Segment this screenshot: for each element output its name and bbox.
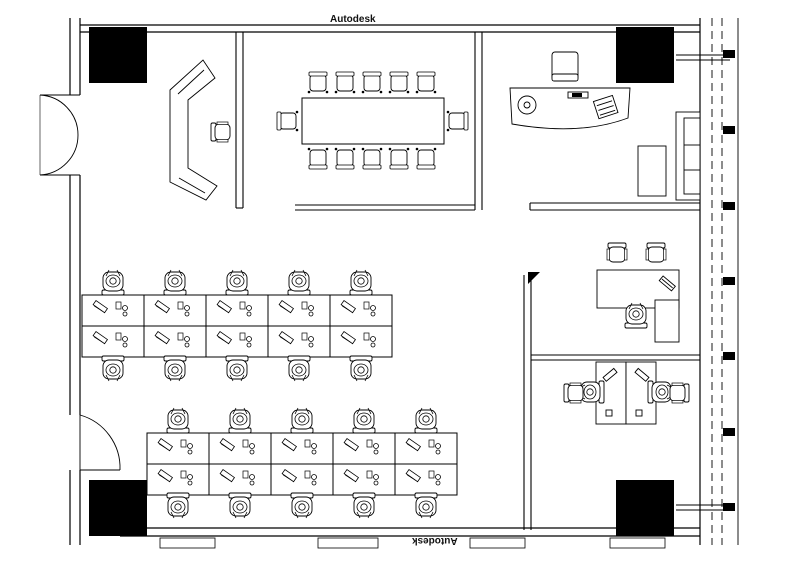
reception-chair: [210, 121, 231, 143]
workstation-cluster-a: [81, 269, 393, 382]
side-chair: [669, 382, 690, 404]
double-office-desks: [595, 361, 657, 425]
conference-room: [276, 71, 469, 170]
floor-label-top: Autodesk: [330, 14, 376, 25]
side-chair: [563, 382, 584, 404]
window-mullions: [723, 50, 735, 511]
conference-table: [301, 97, 445, 145]
conference-chair: [361, 71, 383, 94]
conference-chair: [334, 71, 356, 94]
exterior-walls: [69, 18, 701, 545]
manager-chair: [624, 302, 648, 329]
side-door: [79, 414, 121, 471]
coffee-table: [637, 145, 667, 197]
guest-chair: [606, 242, 628, 263]
structural-columns: [89, 27, 674, 536]
manager-office: [596, 269, 680, 343]
conference-chair: [388, 147, 410, 170]
conference-chair: [276, 110, 299, 132]
window-wall: [676, 18, 739, 545]
reception-desk: [169, 59, 218, 201]
entrance-double-door: [39, 94, 80, 176]
office-chair: [647, 380, 674, 404]
conference-chair: [307, 147, 329, 170]
conference-chair: [307, 71, 329, 94]
guest-chair: [645, 242, 667, 263]
floor-label-bottom: Autodesk: [412, 535, 458, 546]
conference-chair: [388, 71, 410, 94]
conference-chair: [415, 71, 437, 94]
conference-chair: [446, 110, 469, 132]
conference-chair: [334, 147, 356, 170]
bottom-edge-furniture: [159, 537, 666, 549]
executive-office: [509, 51, 701, 201]
conference-chair: [361, 147, 383, 170]
workstation-cluster-b: [146, 407, 458, 519]
conference-chair: [415, 147, 437, 170]
door-marker: [528, 272, 540, 284]
interior-partitions: [235, 32, 700, 530]
